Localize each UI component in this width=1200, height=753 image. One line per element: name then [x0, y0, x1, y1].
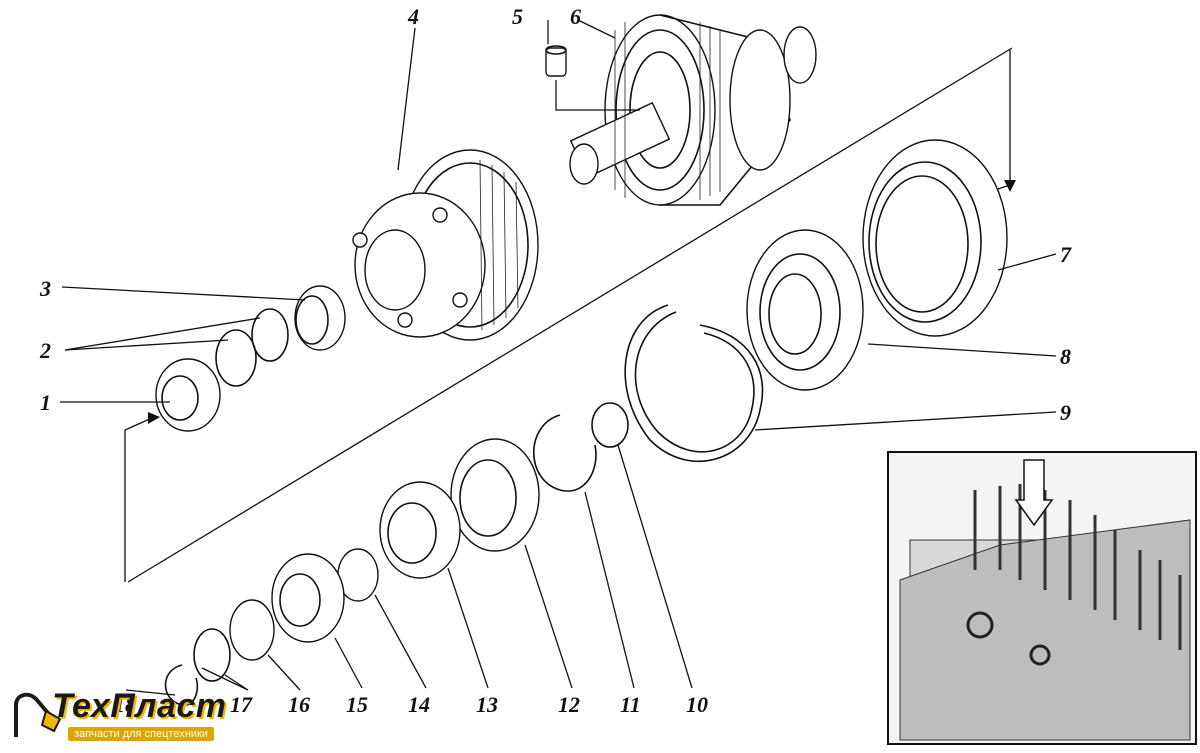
part-5-pin [545, 45, 640, 111]
label-18: 18 [114, 692, 136, 717]
label-16: 16 [288, 692, 310, 717]
part-8-gear-hub [746, 229, 864, 391]
label-6: 6 [570, 4, 581, 29]
label-12: 12 [558, 692, 580, 717]
part-15-bearing [271, 553, 345, 643]
label-15: 15 [346, 692, 368, 717]
label-1: 1 [40, 390, 51, 415]
part-11-snap-ring [532, 414, 597, 492]
label-5: 5 [512, 4, 523, 29]
leader-lines [60, 19, 1057, 696]
label-13: 13 [476, 692, 498, 717]
part-1-bearing [155, 358, 221, 432]
bracket-right-arrow [1004, 180, 1016, 192]
brand-logo: ТехПласт запчасти для спецтехники [8, 683, 248, 749]
label-10: 10 [686, 692, 708, 717]
part-10-ring [591, 402, 629, 448]
part-6-planetary-carrier [569, 14, 817, 206]
label-8: 8 [1060, 344, 1071, 369]
label-9: 9 [1060, 400, 1071, 425]
brand-tagline: запчасти для спецтехники [68, 727, 214, 741]
part-13-bearing [379, 481, 461, 579]
part-2-rings [215, 308, 289, 387]
label-4: 4 [407, 4, 419, 29]
excavator-icon [14, 692, 62, 737]
label-3: 3 [39, 276, 51, 301]
part-12-gear [450, 438, 540, 552]
bracket-right [994, 50, 1011, 191]
part-18-snap-ring [164, 664, 199, 706]
diagonal-separator [127, 47, 1013, 583]
part-4-gear-carrier [352, 149, 539, 341]
brand-name: ТехПласт [52, 687, 227, 725]
inset-arrow-icon [1014, 459, 1054, 527]
part-16-race [229, 599, 275, 661]
part-17-rings [193, 628, 231, 682]
label-7: 7 [1060, 242, 1072, 267]
inset-engine-photo [887, 451, 1197, 745]
label-11: 11 [620, 692, 641, 717]
bracket-left-arrow [148, 412, 160, 424]
part-9-split-ring [624, 304, 764, 463]
part-3-bearing-race [294, 285, 346, 351]
bracket-left [124, 417, 153, 582]
label-14: 14 [408, 692, 430, 717]
label-17: 17 [230, 692, 253, 717]
part-7-ring-gear [862, 139, 1008, 337]
label-2: 2 [39, 338, 51, 363]
